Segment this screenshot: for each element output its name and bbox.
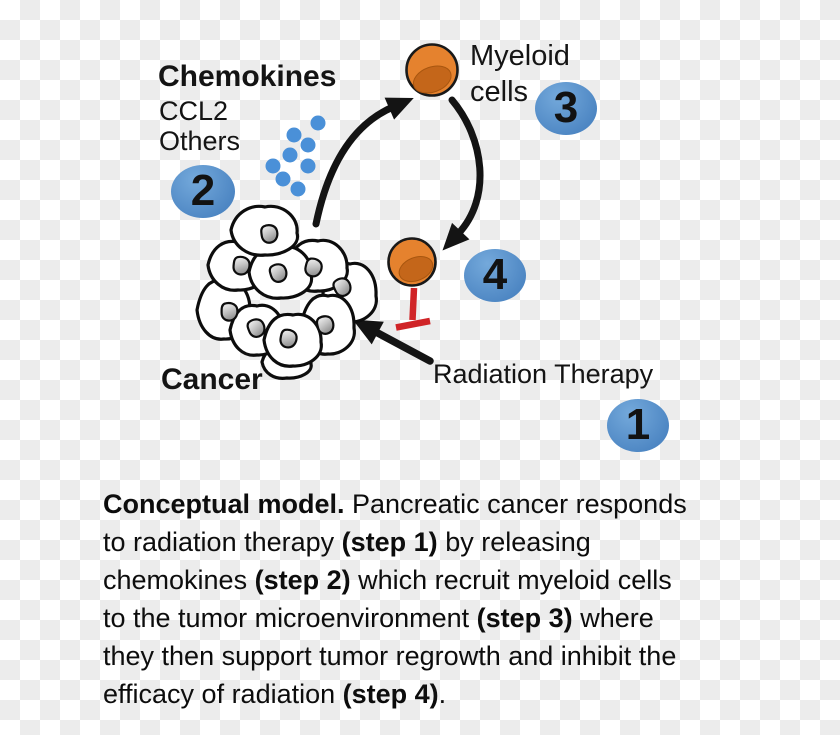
chemokine-dot-icon <box>310 115 326 131</box>
step-4-badge: 4 <box>464 249 526 302</box>
myeloid-cell-icon <box>387 237 437 287</box>
arrow-radiation-to-tumor <box>352 319 434 365</box>
chemokines-title: Chemokines <box>158 60 337 93</box>
caption: Conceptual model. Pancreatic cancer resp… <box>103 485 765 713</box>
cell-nucleus <box>219 300 240 323</box>
chemokine-item-others: Others <box>159 126 241 156</box>
cell-nucleus <box>315 314 336 336</box>
chemokine-dot-icon <box>300 137 316 153</box>
caption-line: chemokines (step 2) which recruit myeloi… <box>103 565 672 595</box>
caption-line: they then support tumor regrowth and inh… <box>103 641 677 671</box>
chemokine-dot-icon <box>275 171 291 187</box>
chemokine-dots <box>265 115 326 197</box>
chemokine-dot-icon <box>286 127 302 143</box>
step-3-number: 3 <box>553 82 579 132</box>
step-2-badge: 2 <box>171 165 235 218</box>
inhibition-bar-icon <box>395 287 431 331</box>
step-4-number: 4 <box>482 249 508 299</box>
chemokine-item-ccl2: CCL2 <box>159 96 229 126</box>
step-1-badge: 1 <box>607 399 669 452</box>
caption-line: Conceptual model. Pancreatic cancer resp… <box>103 489 687 519</box>
chemokine-dot-icon <box>300 158 316 174</box>
chemokine-dot-icon <box>265 158 281 174</box>
myeloid-cell-icon <box>405 43 459 97</box>
chemokine-dot-icon <box>282 147 298 163</box>
radiation-therapy-label: Radiation Therapy <box>433 359 654 389</box>
caption-line: to radiation therapy (step 1) by releasi… <box>103 527 591 557</box>
arrow-myeloid-to-tumor-site <box>442 96 484 251</box>
cancer-label: Cancer <box>161 363 263 396</box>
caption-line: to the tumor microenvironment (step 3) w… <box>103 603 654 633</box>
step-3-badge: 3 <box>535 82 597 135</box>
cancer-cluster-icon <box>195 204 378 380</box>
step-1-number: 1 <box>625 399 651 449</box>
step-2-number: 2 <box>190 165 216 215</box>
cell-nucleus <box>260 224 279 244</box>
myeloid-cells-label: Myeloid cells <box>470 40 570 108</box>
caption-line: efficacy of radiation (step 4). <box>103 679 447 709</box>
diagram-drawing <box>195 43 484 380</box>
chemokine-dot-icon <box>290 181 306 197</box>
arrow-tumor-to-myeloid <box>312 97 414 228</box>
